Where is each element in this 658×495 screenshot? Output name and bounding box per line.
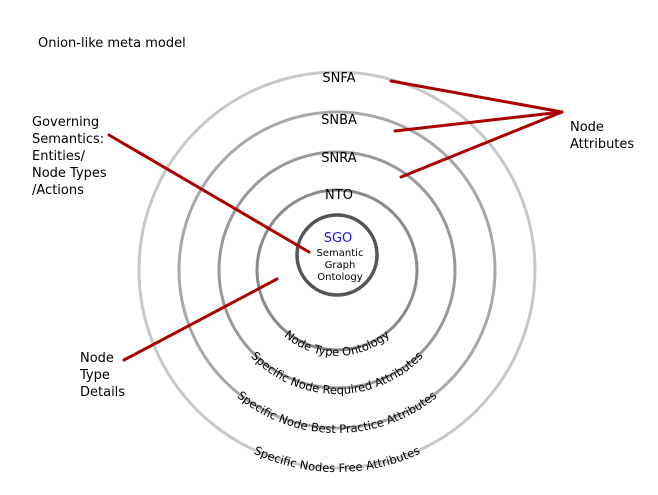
ring-fullname-nto: Node Type Ontology (282, 327, 392, 359)
ring-nto (255, 188, 419, 352)
ring-fullname-snfa: Specific Nodes Free Attributes (252, 443, 422, 475)
callout-node-attributes-line2: Attributes (570, 137, 634, 152)
callout-governing-line3: Entities/ (32, 149, 86, 164)
connector-snra-to-node-attributes (399, 110, 564, 179)
diagram-title: Onion-like meta model (38, 36, 186, 51)
core-label-line3: Ontology (317, 272, 362, 283)
ring-snba (177, 110, 497, 430)
connector-snfa-to-node-attributes (389, 79, 564, 114)
callout-node-type-details-line1: Node (80, 351, 114, 366)
ring-label-snfa: SNFA (322, 71, 355, 86)
ring-snra (217, 150, 457, 390)
connector-snba-to-node-attributes (393, 110, 564, 133)
connector-node-type-details-to-nto (122, 277, 279, 362)
core-label-line2: Graph (325, 260, 356, 271)
ring-label-snra: SNRA (321, 151, 356, 166)
callout-node-type-details-line2: Type (79, 368, 110, 383)
ring-sgo-core (295, 213, 379, 297)
callout-governing-line5: /Actions (32, 183, 84, 198)
core-label-sgo: SGO (324, 231, 353, 246)
callout-governing-line1: Governing (32, 115, 99, 130)
ring-label-nto: NTO (325, 188, 353, 203)
callout-governing-line2: Semantics: (32, 132, 104, 147)
callout-node-type-details-line3: Details (80, 385, 125, 400)
connector-governing-to-sgo (107, 133, 311, 254)
ring-label-snba: SNBA (321, 113, 357, 128)
core-label-line1: Semantic (317, 248, 364, 259)
callout-governing-line4: Node Types (32, 166, 107, 181)
callout-node-attributes-line1: Node (570, 120, 604, 135)
ring-snfa (137, 70, 537, 470)
